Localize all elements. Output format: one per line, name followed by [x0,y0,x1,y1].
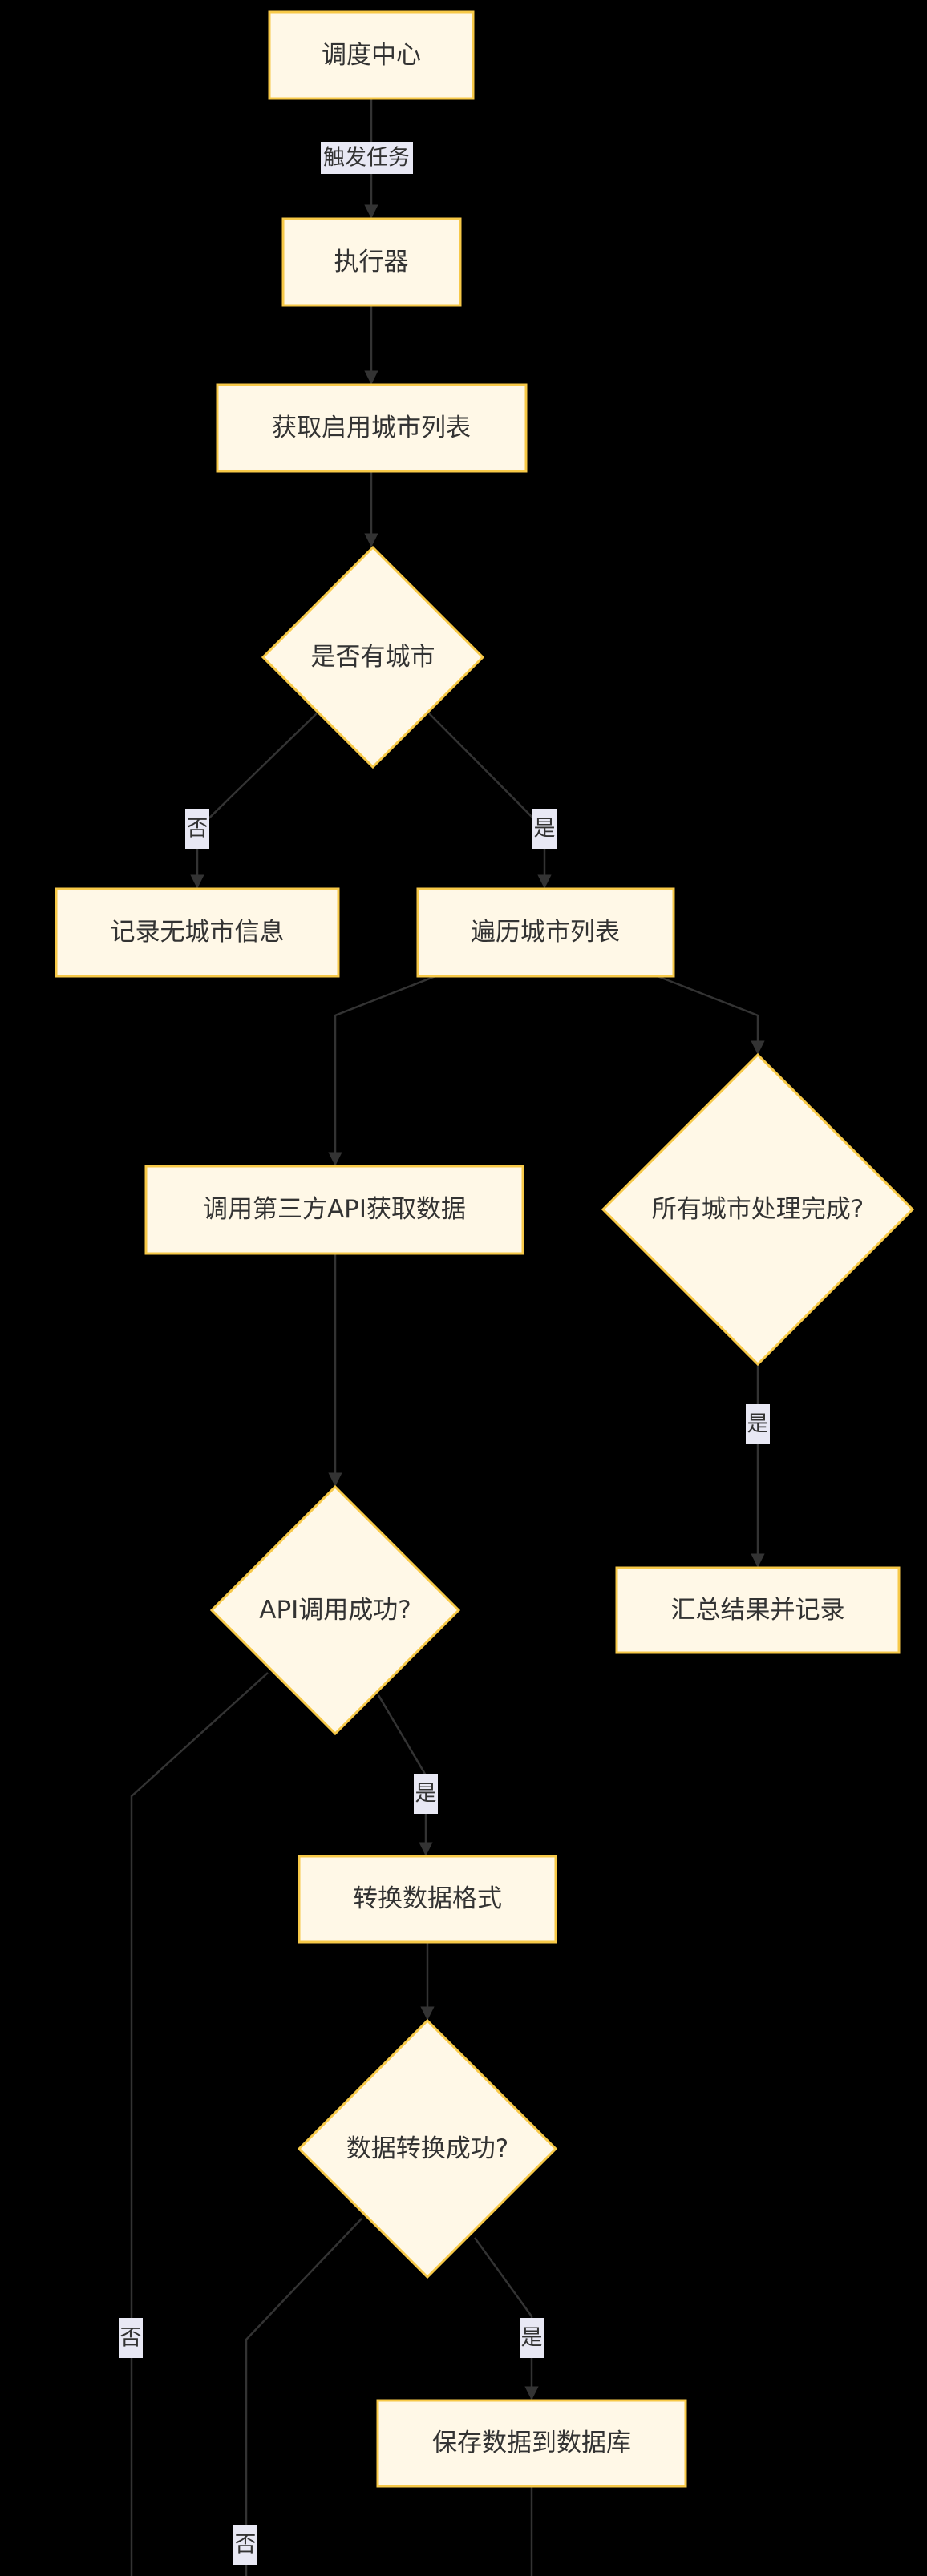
edge-label-text: 是 [415,1782,437,1807]
edge-apiok-no [130,1672,269,2576]
edge-label-done-yes: 是 [746,1404,770,1444]
node-text: 调用第三方API获取数据 [203,1195,466,1224]
edge-hascities-nocities [190,713,318,889]
node-text: 所有城市处理完成? [652,1195,864,1224]
node-text: 调度中心 [322,41,421,70]
edge-label-text: 是 [534,817,556,842]
node-text: 获取启用城市列表 [272,414,471,442]
edge-label-text: 触发任务 [323,146,410,171]
edge-label-text: 否 [120,2326,142,2351]
edge-label-text: 否 [235,2533,257,2558]
node-text: 数据转换成功? [346,2134,508,2163]
edge-label-convert-yes: 是 [520,2318,544,2358]
decision-api-ok: API调用成功? [209,1484,461,1736]
edge-label-api-yes: 是 [414,1774,438,1814]
node-text: API调用成功? [259,1596,411,1625]
node-call-api: 调用第三方API获取数据 [144,1165,524,1255]
edge-label-convert-no: 否 [233,2525,257,2565]
edge-iterate-callapi [328,975,436,1166]
decision-has-cities: 是否有城市 [261,545,485,769]
node-text: 是否有城市 [311,643,435,672]
node-text: 记录无城市信息 [111,918,285,947]
node-text: 遍历城市列表 [471,918,620,947]
node-text: 转换数据格式 [353,1884,502,1913]
edge-label-api-no: 否 [119,2318,143,2358]
edges [130,99,765,2576]
edge-label-has-no: 否 [185,809,209,849]
edge-label-trigger: 触发任务 [321,142,413,174]
node-convert: 转换数据格式 [298,1855,557,1944]
node-text: 执行器 [334,248,409,277]
node-iterate: 遍历城市列表 [416,887,675,978]
node-save: 保存数据到数据库 [376,2399,687,2488]
edge-label-text: 是 [747,1412,769,1437]
node-no-cities: 记录无城市信息 [55,887,340,978]
edge-convertok-save [473,2237,539,2400]
node-summary: 汇总结果并记录 [615,1566,901,1654]
decision-all-done: 所有城市处理完成? [601,1052,915,1367]
node-executor: 执行器 [281,217,462,307]
node-scheduler: 调度中心 [268,10,475,100]
node-get-cities: 获取启用城市列表 [216,383,528,473]
edge-iterate-alldone [657,975,765,1055]
edge-hascities-iterate [428,713,552,889]
edge-label-text: 否 [187,817,208,842]
node-text: 保存数据到数据库 [432,2429,631,2457]
edge-convertok-no [245,2218,362,2576]
decision-convert-ok: 数据转换成功? [297,2018,558,2279]
edge-label-text: 是 [521,2326,543,2351]
edge-label-has-yes: 是 [532,809,557,849]
node-text: 汇总结果并记录 [671,1596,845,1625]
